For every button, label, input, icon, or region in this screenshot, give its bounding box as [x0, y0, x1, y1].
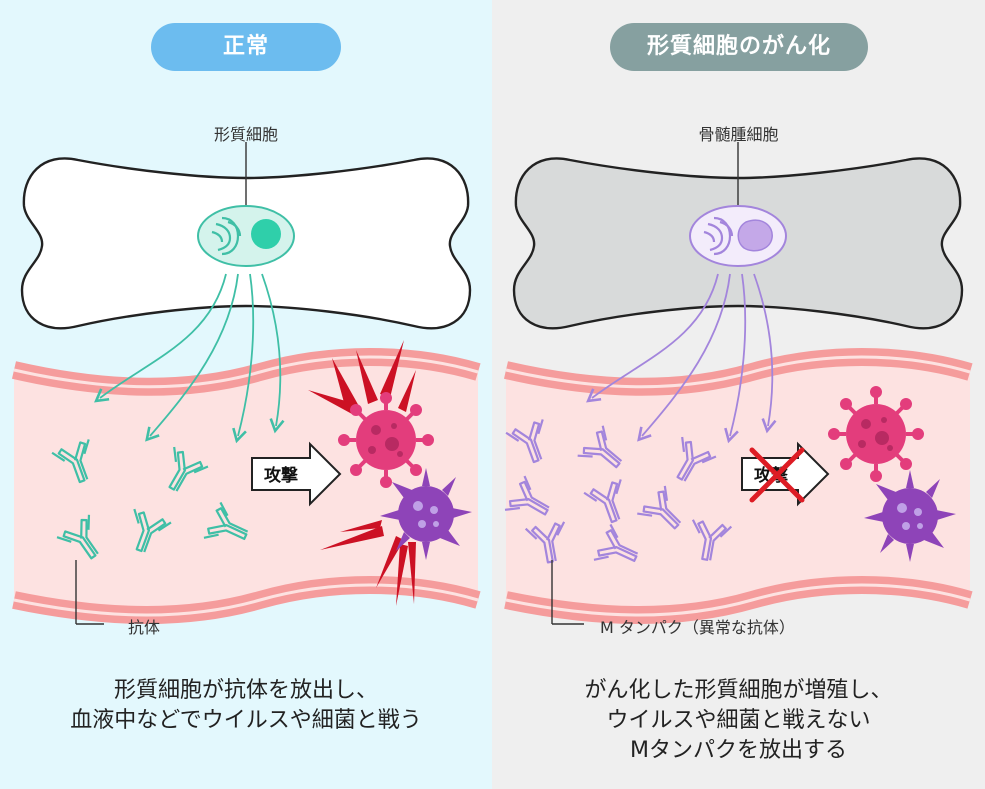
cancer-caption-line-2: ウイルスや細菌と戦えない — [606, 708, 871, 733]
normal-illustration: 攻撃 — [11, 142, 481, 625]
myeloma-cell-label: 骨髄腫細胞 — [698, 125, 779, 144]
blood-vessel — [14, 357, 478, 615]
cancer-panel: 形質細胞のがん化 骨髄腫細胞 — [492, 0, 985, 789]
virus — [338, 392, 434, 488]
cancer-illustration: 攻撃 — [503, 142, 973, 625]
release-arrows — [94, 273, 285, 444]
cross-mark — [749, 447, 805, 503]
attack-bursts — [308, 340, 416, 606]
normal-caption: 形質細胞が抗体を放出し、 血液中などでウイルスや細菌と戦う — [0, 676, 492, 736]
virus — [828, 386, 924, 482]
nucleus — [251, 219, 281, 249]
attack-arrow — [251, 441, 342, 507]
attack-label: 攻撃 — [264, 465, 298, 486]
plasma-cell-label: 形質細胞 — [213, 125, 278, 144]
antibody-label: 抗体 — [128, 618, 161, 637]
normal-caption-line-1: 形質細胞が抗体を放出し、 — [113, 678, 378, 703]
nucleus — [737, 219, 773, 252]
golgi — [703, 216, 734, 256]
normal-caption-line-2: 血液中などでウイルスや細菌と戦う — [70, 708, 422, 733]
cancer-caption: がん化した形質細胞が増殖し、 ウイルスや細菌と戦えない Mタンパクを放出する — [492, 676, 985, 766]
m-protein-label: M タンパク（異常な抗体） — [600, 618, 795, 637]
normal-panel: 正常 形質細胞 — [0, 0, 492, 789]
golgi — [211, 216, 242, 256]
cancer-caption-line-1: がん化した形質細胞が増殖し、 — [584, 678, 893, 703]
cancer-caption-line-3: Mタンパクを放出する — [630, 738, 847, 763]
release-arrows — [586, 273, 777, 444]
normal-heading: 正常 — [151, 23, 341, 71]
cancer-heading: 形質細胞のがん化 — [610, 23, 868, 71]
